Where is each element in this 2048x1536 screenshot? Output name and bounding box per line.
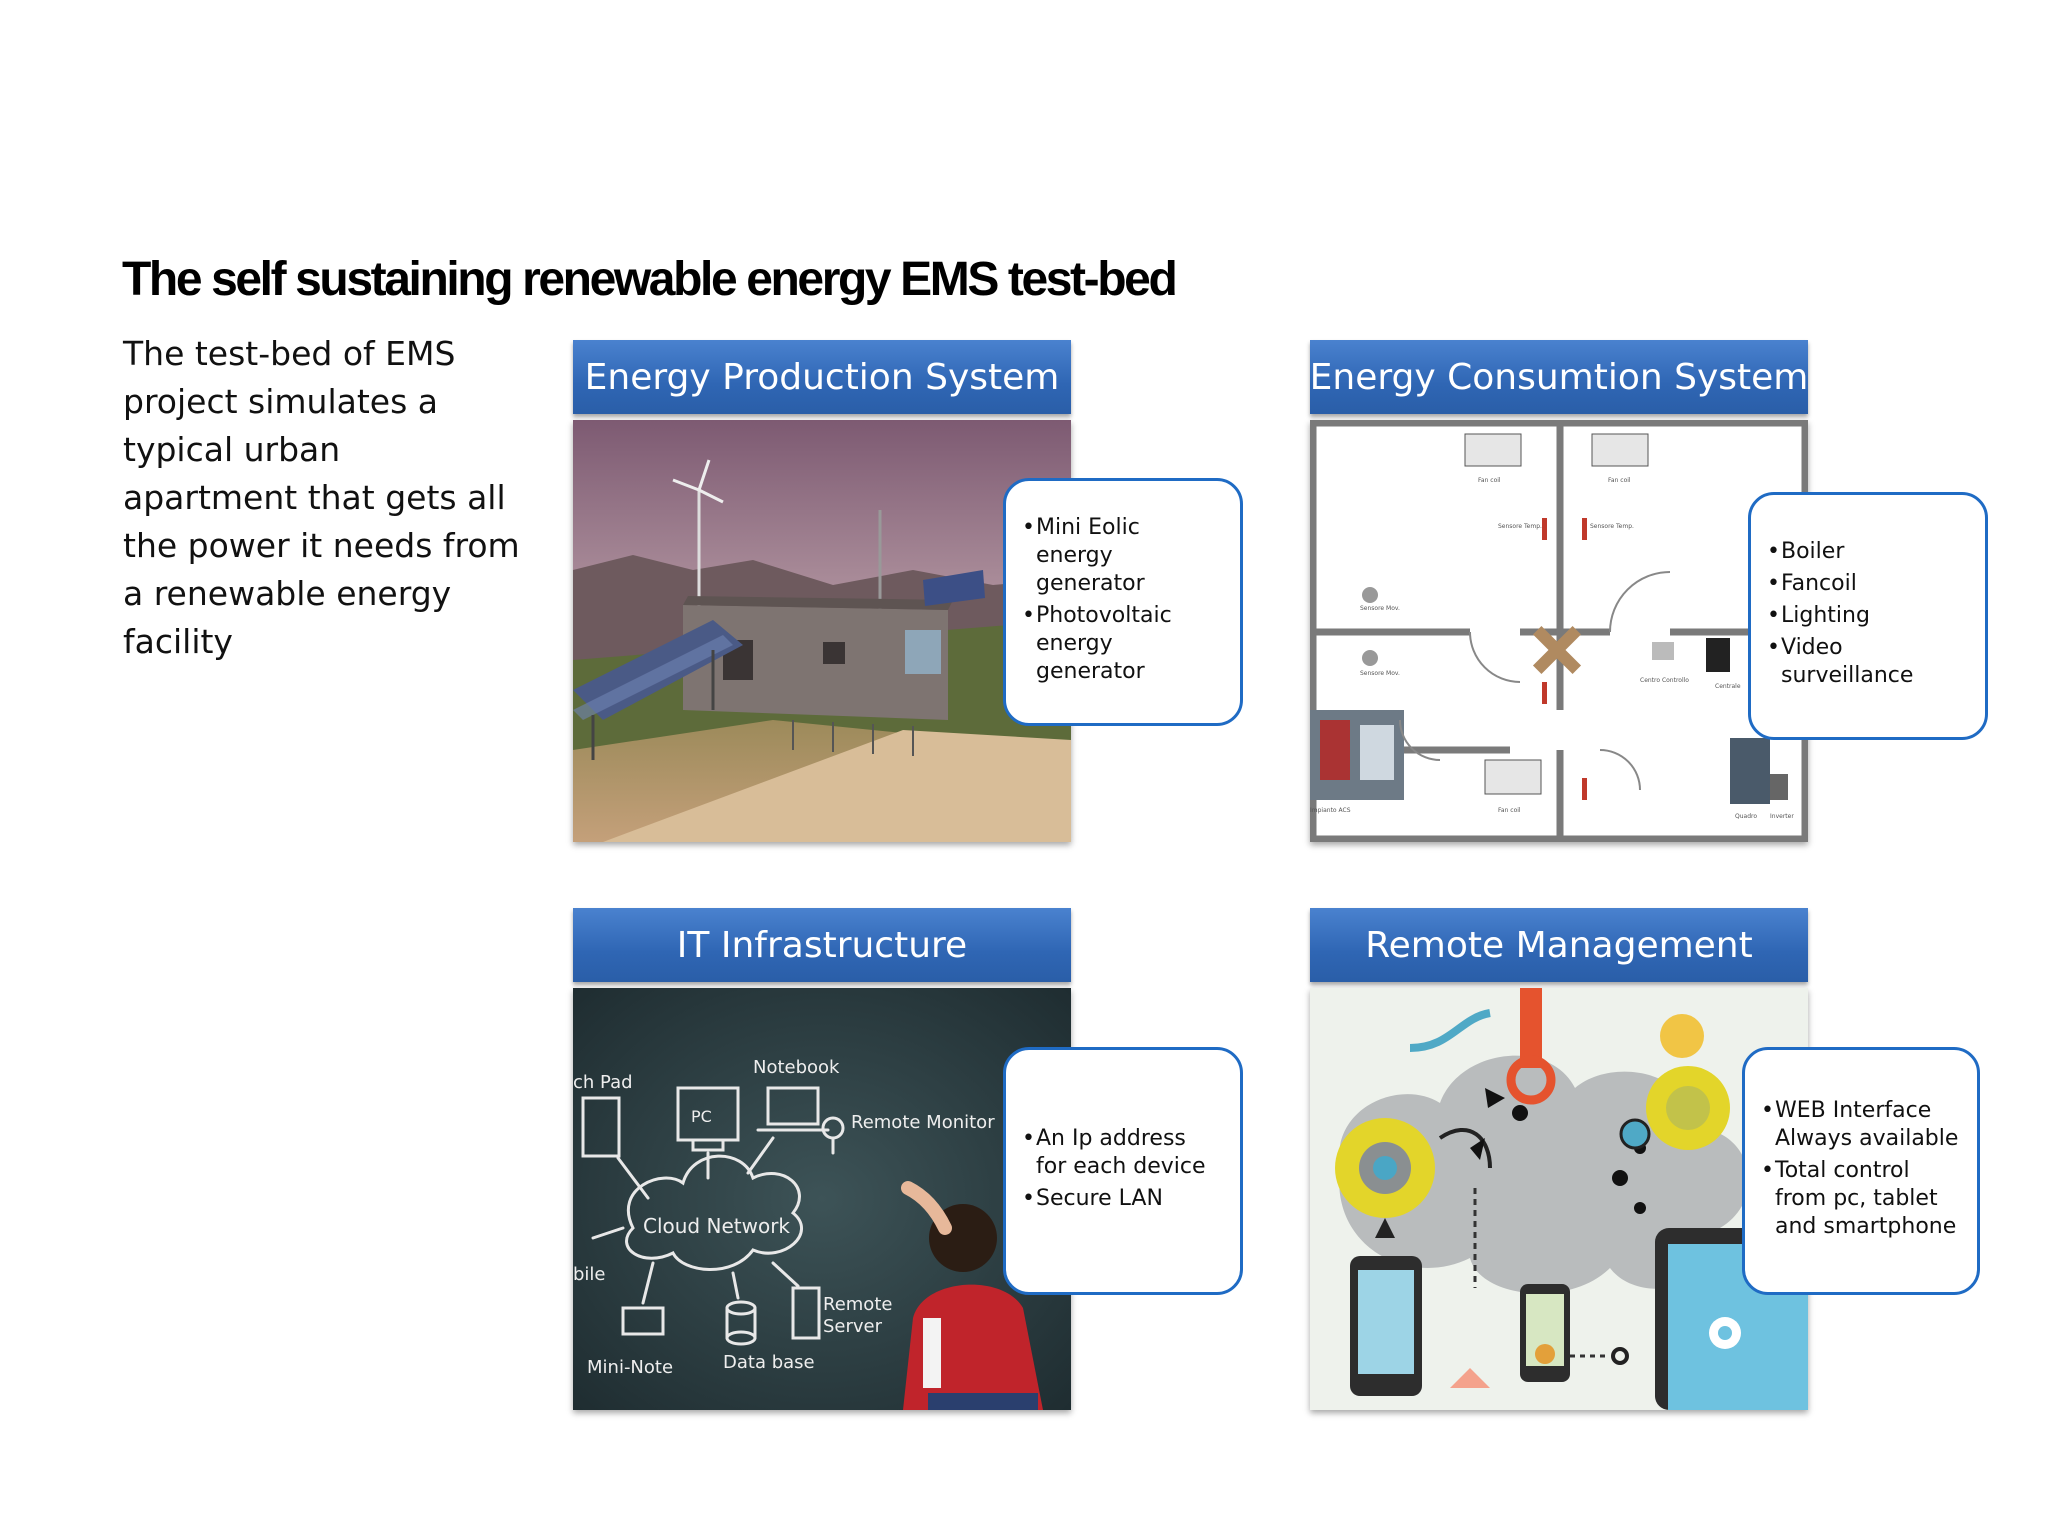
solar-wind-photo xyxy=(573,420,1071,842)
svg-text:Data base: Data base xyxy=(723,1352,815,1373)
callout-energy-production: Mini Eolic energy generator Photovoltaic… xyxy=(1003,478,1243,726)
svg-text:Remote: Remote xyxy=(823,1294,892,1315)
svg-text:ch Pad: ch Pad xyxy=(573,1072,633,1093)
svg-text:Sensore Mov.: Sensore Mov. xyxy=(1360,670,1400,677)
panel-header: Energy Consumtion System xyxy=(1310,340,1808,414)
callout-remote-management: WEB Interface Always available Total con… xyxy=(1742,1047,1980,1295)
bullet-item: Mini Eolic energy generator xyxy=(1022,514,1222,598)
svg-text:PC: PC xyxy=(691,1107,712,1126)
panel-it-infrastructure: IT Infrastructure xyxy=(573,908,1071,1410)
intro-text: The test-bed of EMS project simulates a … xyxy=(123,334,520,661)
bullet-item: Lighting xyxy=(1767,602,1967,630)
svg-text:Notebook: Notebook xyxy=(753,1057,840,1078)
svg-text:Sensore Temp.: Sensore Temp. xyxy=(1498,523,1542,530)
svg-text:Fan coil: Fan coil xyxy=(1608,477,1631,484)
slide-title: The self sustaining renewable energy EMS… xyxy=(122,253,1178,306)
bullet-item: WEB Interface Always available xyxy=(1761,1097,1959,1153)
svg-text:Cloud Network: Cloud Network xyxy=(643,1214,790,1238)
bullet-item: Boiler xyxy=(1767,538,1967,566)
svg-text:Impianto ACS: Impianto ACS xyxy=(1310,807,1351,814)
svg-text:Inverter: Inverter xyxy=(1770,813,1794,820)
svg-text:Remote Monitor: Remote Monitor xyxy=(851,1112,995,1133)
bullet-item: An Ip address for each device xyxy=(1022,1125,1222,1181)
panel-header: Remote Management xyxy=(1310,908,1808,982)
chalkboard-illustration: Notebook ch Pad PC Remote Monitor Cloud … xyxy=(573,988,1071,1410)
solar-wind-photo-illustration xyxy=(573,420,1071,842)
svg-text:Centrale: Centrale xyxy=(1715,683,1741,690)
svg-text:Mini-Note: Mini-Note xyxy=(587,1357,673,1378)
panel-energy-production: Energy Production System xyxy=(573,340,1071,842)
bullet-item: Fancoil xyxy=(1767,570,1967,598)
remote-management-illustration xyxy=(1310,988,1808,1410)
panel-header: Energy Production System xyxy=(573,340,1071,414)
svg-text:Quadro: Quadro xyxy=(1735,813,1757,820)
chalkboard-photo: Notebook ch Pad PC Remote Monitor Cloud … xyxy=(573,988,1071,1410)
svg-text:Fan coil: Fan coil xyxy=(1478,477,1501,484)
svg-text:Sensore Temp.: Sensore Temp. xyxy=(1590,523,1634,530)
bullet-item: Photovoltaic energy generator xyxy=(1022,602,1222,686)
panel-header: IT Infrastructure xyxy=(573,908,1071,982)
bullet-item: Total control from pc, tablet and smartp… xyxy=(1761,1157,1959,1241)
svg-text:Centro Controllo: Centro Controllo xyxy=(1640,677,1689,684)
floorplan-illustration: Fan coil Fan coil Fan coil Sensore Temp.… xyxy=(1310,420,1808,842)
panel-energy-consumption: Energy Consumtion System xyxy=(1310,340,1808,842)
panel-remote-management: Remote Management xyxy=(1310,908,1808,1410)
apartment-floorplan: Fan coil Fan coil Fan coil Sensore Temp.… xyxy=(1310,420,1808,842)
callout-energy-consumption: Boiler Fancoil Lighting Video surveillan… xyxy=(1748,492,1988,740)
svg-text:Server: Server xyxy=(823,1316,883,1337)
callout-it-infrastructure: An Ip address for each device Secure LAN xyxy=(1003,1047,1243,1295)
remote-management-graphic xyxy=(1310,988,1808,1410)
bullet-item: Video surveillance xyxy=(1767,634,1967,690)
bullet-item: Secure LAN xyxy=(1022,1185,1222,1213)
svg-text:Fan coil: Fan coil xyxy=(1498,807,1521,814)
svg-text:bile: bile xyxy=(573,1264,606,1285)
svg-text:Sensore Mov.: Sensore Mov. xyxy=(1360,605,1400,612)
